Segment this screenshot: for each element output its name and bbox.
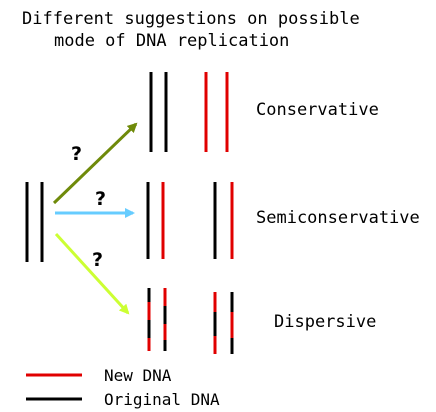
label-conservative: Conservative — [256, 100, 379, 120]
semiconservative-daughters — [146, 182, 234, 259]
question-mark-conservative: ? — [71, 143, 82, 165]
arrow-dispersive — [54, 232, 130, 315]
question-mark-semiconservative: ? — [95, 188, 106, 210]
dispersive-daughters — [147, 288, 234, 354]
conservative-daughters — [149, 72, 229, 152]
parental-dna — [25, 182, 44, 262]
legend: New DNA Original DNA — [26, 366, 220, 409]
arrow-conservative — [52, 122, 138, 205]
question-mark-dispersive: ? — [92, 249, 103, 271]
title-line-2: mode of DNA replication — [54, 31, 289, 51]
legend-label-new-dna: New DNA — [104, 366, 172, 385]
label-semiconservative: Semiconservative — [256, 208, 420, 228]
title-line-1: Different suggestions on possible — [22, 9, 360, 29]
label-dispersive: Dispersive — [274, 312, 376, 332]
legend-label-original-dna: Original DNA — [104, 390, 220, 409]
